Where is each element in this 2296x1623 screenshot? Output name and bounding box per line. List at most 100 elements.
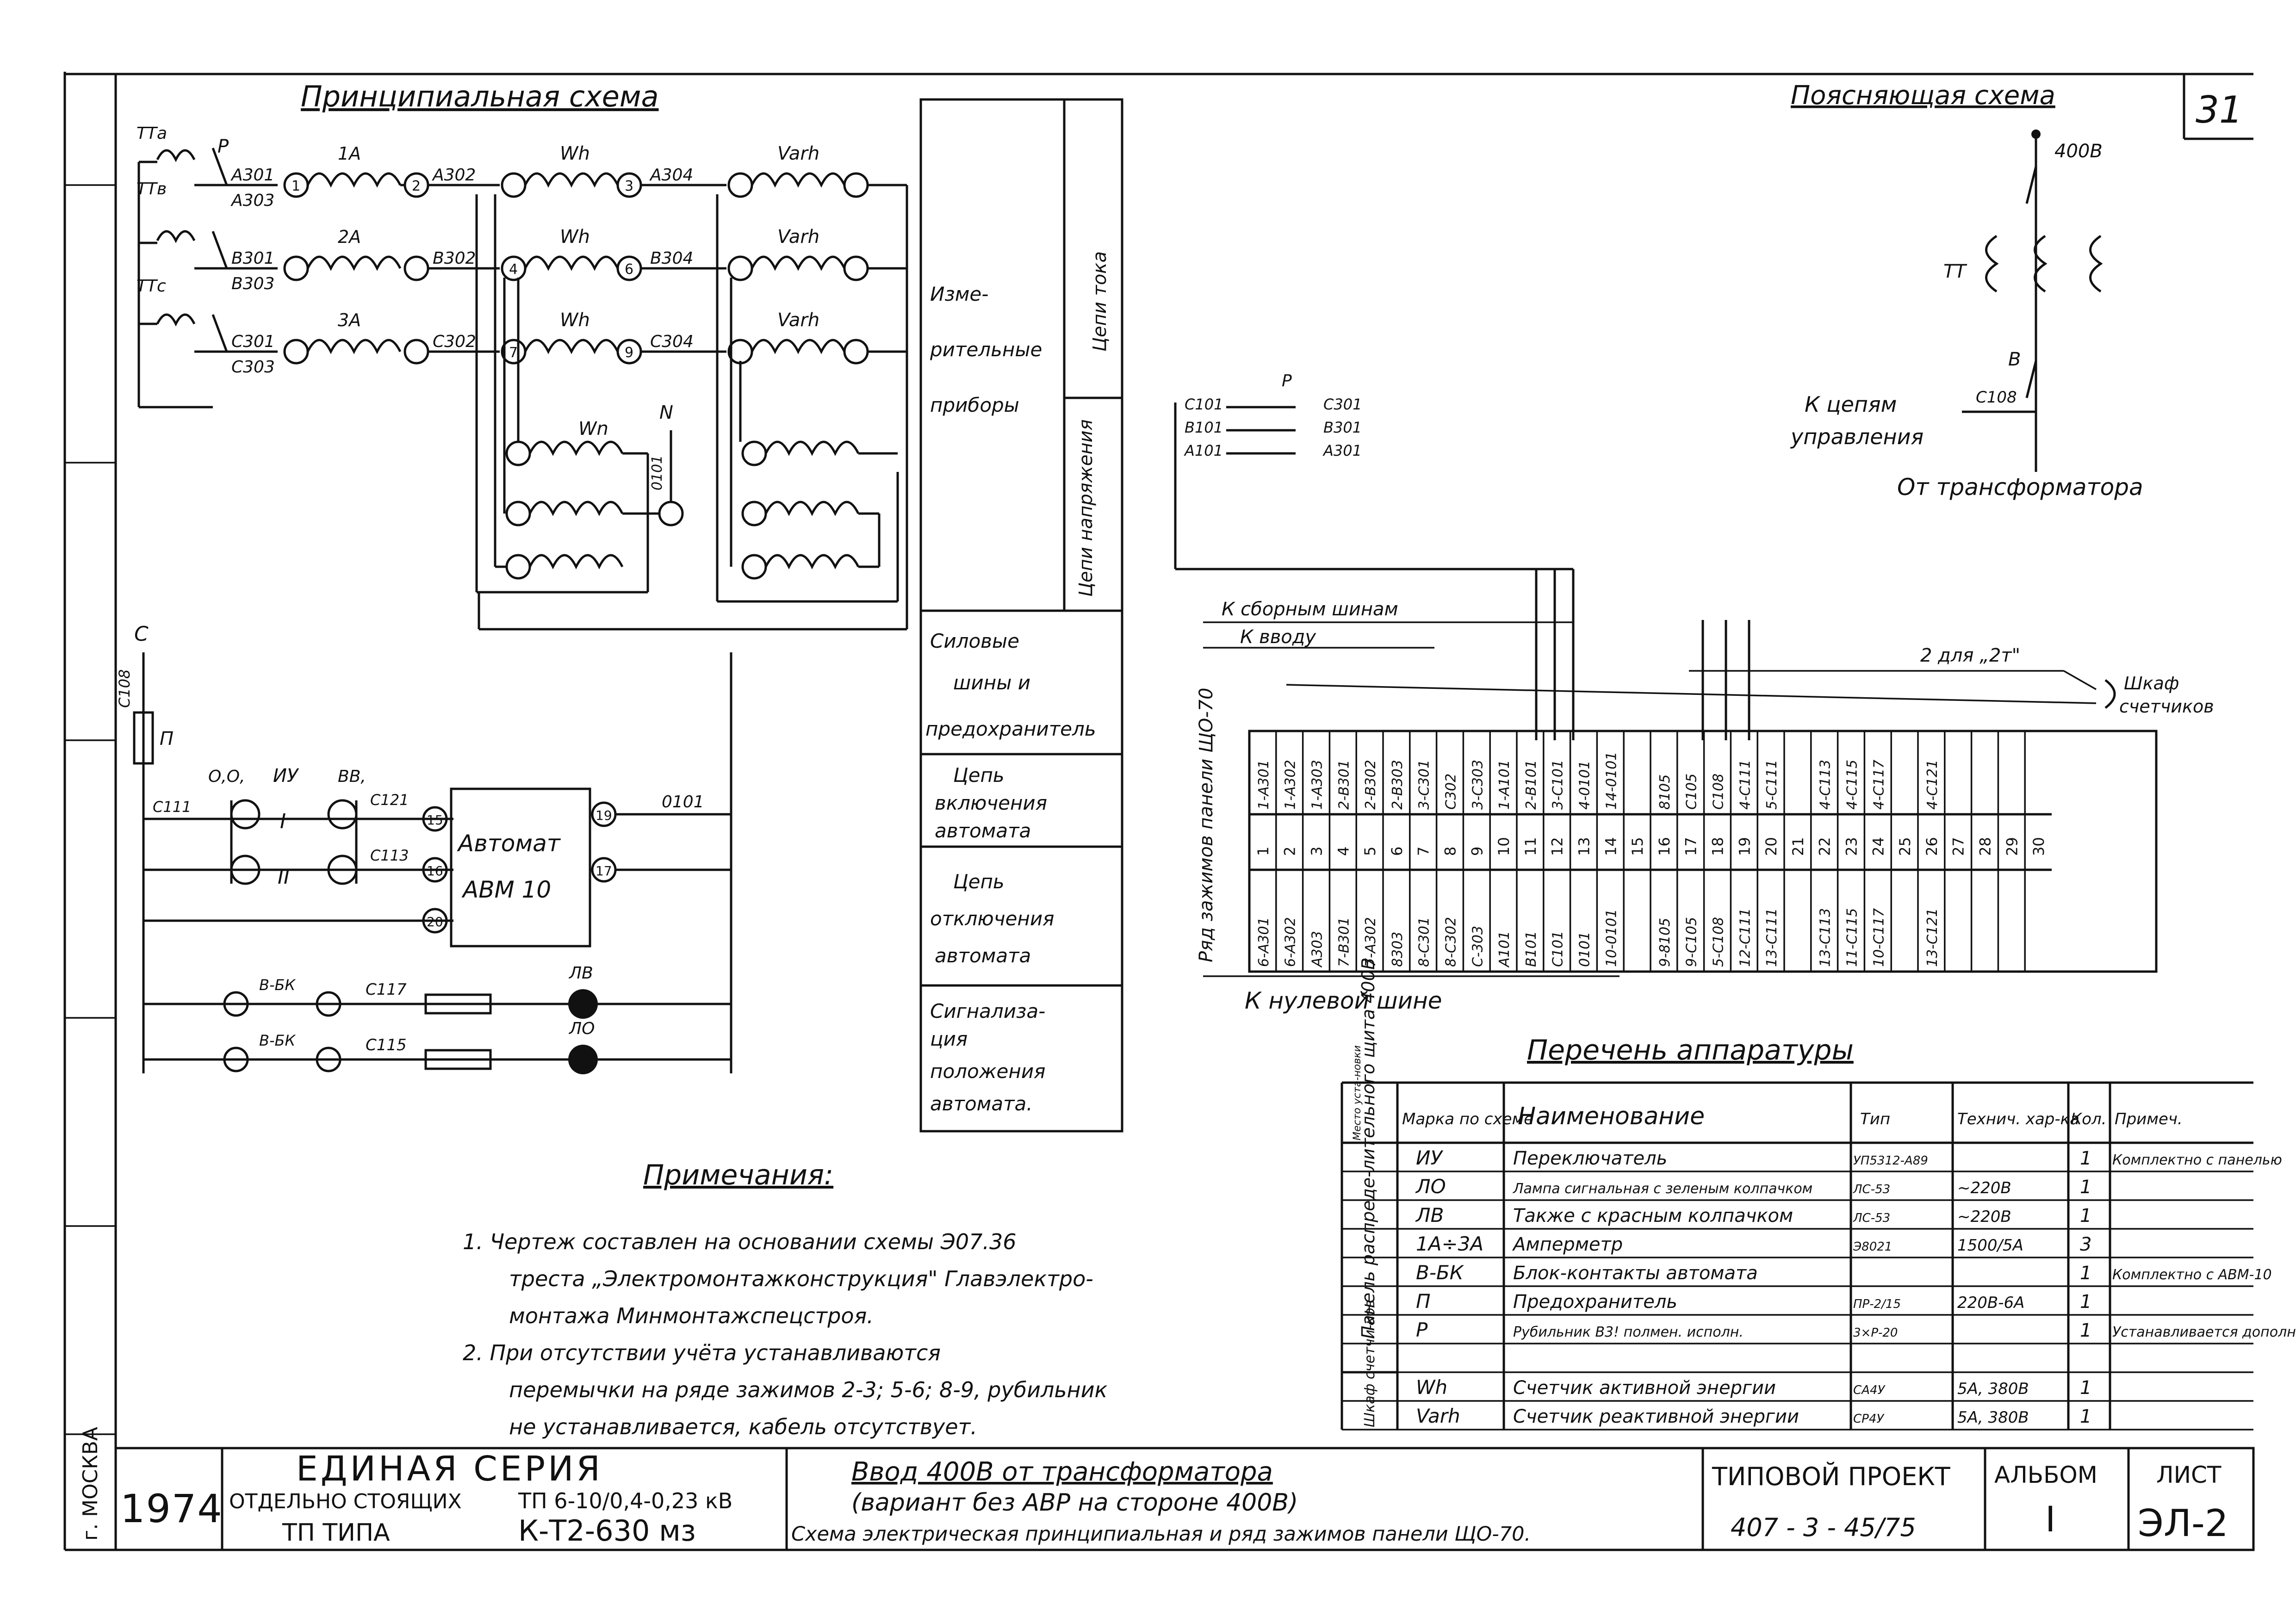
strip-bottom-14: 10-0101 — [1603, 909, 1620, 967]
strip-num-27: 27 — [1950, 837, 1967, 856]
strip-bottom-4: 7-В301 — [1336, 917, 1352, 967]
strip-bottom-18: 5-С108 — [1711, 917, 1727, 967]
row3-amp: 3А — [338, 310, 361, 330]
sw-right-1: В301 — [1323, 419, 1362, 436]
c-label: С — [134, 622, 149, 646]
strip-bottom-5: 7-А302 — [1363, 917, 1379, 967]
equip-cell-4-4: 1 — [2080, 1263, 2091, 1284]
side-signal-l1: Сигнализа- — [930, 1000, 1045, 1022]
side-signal-l3: положения — [930, 1060, 1045, 1083]
equip-cell-8-4: 1 — [2080, 1377, 2091, 1399]
equip-cell-0-2: УП5312-А89 — [1853, 1154, 1928, 1168]
equip-cell-9-0: Varh — [1416, 1405, 1460, 1427]
strip-num-23: 23 — [1843, 837, 1861, 856]
ct-label-c: ТТс — [137, 277, 166, 296]
ct-label-a: ТТа — [137, 124, 167, 143]
year: 1974 — [120, 1486, 223, 1531]
equip-header-6: Примеч. — [2115, 1110, 2183, 1128]
row3-left-bot: С303 — [231, 358, 275, 377]
row2-meter: Wh — [560, 226, 590, 248]
equip-cell-8-2: СА4У — [1853, 1383, 1886, 1397]
equip-cell-3-1: Амперметр — [1512, 1234, 1623, 1255]
strip-bottom-24: 10-С117 — [1871, 908, 1887, 967]
term-15: 15 — [427, 812, 443, 828]
equip-cell-6-0: Р — [1416, 1319, 1428, 1341]
row3-left-top: С301 — [231, 332, 275, 351]
strip-num-11: 11 — [1522, 837, 1539, 856]
strip-num-12: 12 — [1549, 837, 1566, 856]
ct-label-b: ТТв — [137, 180, 167, 198]
explanatory-scheme: Поясняющая схема 400В ТТ В С108 К цепям … — [1790, 81, 2143, 501]
pos-1: I — [280, 810, 286, 833]
o101b-label: 0101 — [662, 793, 704, 812]
side-power-l2: шины и — [953, 671, 1030, 694]
strip-top-5: 2-В302 — [1363, 760, 1379, 810]
strip-num-1: 1 — [1254, 847, 1272, 856]
row3-meter: Wh — [560, 310, 590, 331]
strip-num-9: 9 — [1468, 847, 1486, 856]
fuse-label: П — [160, 728, 174, 750]
ct-group: ТТа ТТв ТТс Р — [137, 124, 229, 409]
strip-top-7: 3-С301 — [1416, 760, 1433, 810]
equip-cell-0-5: Комплектно с панелью — [2112, 1152, 2282, 1168]
strip-top-14: 14-0101 — [1603, 752, 1620, 810]
strip-top-6: 2-В303 — [1390, 760, 1406, 810]
node-numbers: 1 2 3 4 6 7 9 — [292, 178, 633, 361]
strip-num-21: 21 — [1789, 837, 1807, 856]
equip-cell-5-0: П — [1416, 1290, 1431, 1313]
node-9: 9 — [625, 345, 633, 361]
equip-cell-2-0: ЛВ — [1415, 1204, 1444, 1227]
side-group-on: Цепь включения автомата — [935, 764, 1053, 842]
automat-line2: АВМ 10 — [461, 876, 551, 903]
equip-cell-4-0: В-БК — [1416, 1261, 1464, 1284]
strip-top-18: С108 — [1711, 774, 1727, 810]
equip-cell-5-3: 220В-6А — [1957, 1294, 2024, 1312]
note-line-5: перемычки на ряде зажимов 2-3; 5-6; 8-9,… — [509, 1377, 1107, 1402]
side-on-l2: включения — [935, 792, 1047, 814]
equip-cell-0-0: ИУ — [1416, 1146, 1443, 1169]
strip-top-23: 4-С115 — [1844, 760, 1861, 810]
equip-cell-4-1: Блок-контакты автомата — [1513, 1263, 1758, 1284]
c111-label: С111 — [153, 798, 191, 816]
strip-top-26: 4-С121 — [1924, 760, 1941, 810]
strip-bottom-9: С-303 — [1470, 926, 1486, 967]
note-line-6: не устанавливается, кабель отсутствует. — [509, 1414, 977, 1439]
equip-header-5: Кол. — [2071, 1110, 2106, 1128]
note-line-3: монтажа Минмонтажспецстроя. — [509, 1303, 874, 1328]
current-row-1: А301 А303 1А А302 Wh А304 Varh — [194, 143, 907, 210]
strip-num-19: 19 — [1736, 837, 1753, 856]
strip-top-19: 4-С111 — [1737, 760, 1753, 810]
side-group-signal: Сигнализа- ция положения автомата. — [930, 1000, 1052, 1115]
to-circuits-l1: К цепям — [1805, 392, 1897, 417]
strip-bottom-3: А303 — [1309, 931, 1326, 968]
row2-var: Varh — [777, 226, 819, 248]
equip-cell-1-3: ~220В — [1957, 1179, 2011, 1197]
strip-num-7: 7 — [1415, 847, 1433, 856]
side-signal-l2: ция — [930, 1028, 968, 1050]
sw-left-0: С101 — [1185, 396, 1223, 413]
row1-var: Varh — [777, 143, 819, 164]
equip-cell-1-0: ЛО — [1415, 1175, 1446, 1198]
strip-cells: 1-А30116-А3011-А30226-А3021-А3033А3032-В… — [1249, 731, 2052, 972]
desc2: (вариант без АВР на стороне 400В) — [851, 1489, 1298, 1517]
node-3: 3 — [625, 178, 633, 194]
to-circuits: К цепям управления — [1790, 392, 1924, 449]
row2-left-top: В301 — [231, 249, 274, 268]
explanatory-title: Поясняющая схема — [1791, 81, 2055, 111]
strip-num-18: 18 — [1709, 837, 1727, 856]
strip-num-6: 6 — [1388, 847, 1406, 856]
side-power-l1: Силовые — [930, 630, 1019, 652]
strip-num-4: 4 — [1334, 847, 1352, 856]
strip-top-12: 3-С101 — [1550, 760, 1566, 810]
two-for: 2 для „2т" — [1920, 645, 2020, 666]
principal-title: Принципиальная схема — [301, 80, 659, 113]
equip-cell-2-2: ЛС-53 — [1853, 1211, 1890, 1225]
strip-bottom-2: 6-А302 — [1283, 917, 1299, 967]
row1-wire2: А304 — [649, 166, 693, 185]
album-num: I — [2045, 1499, 2055, 1540]
sub4: К-Т2-630 мз — [518, 1514, 696, 1548]
term-19: 19 — [596, 808, 612, 823]
